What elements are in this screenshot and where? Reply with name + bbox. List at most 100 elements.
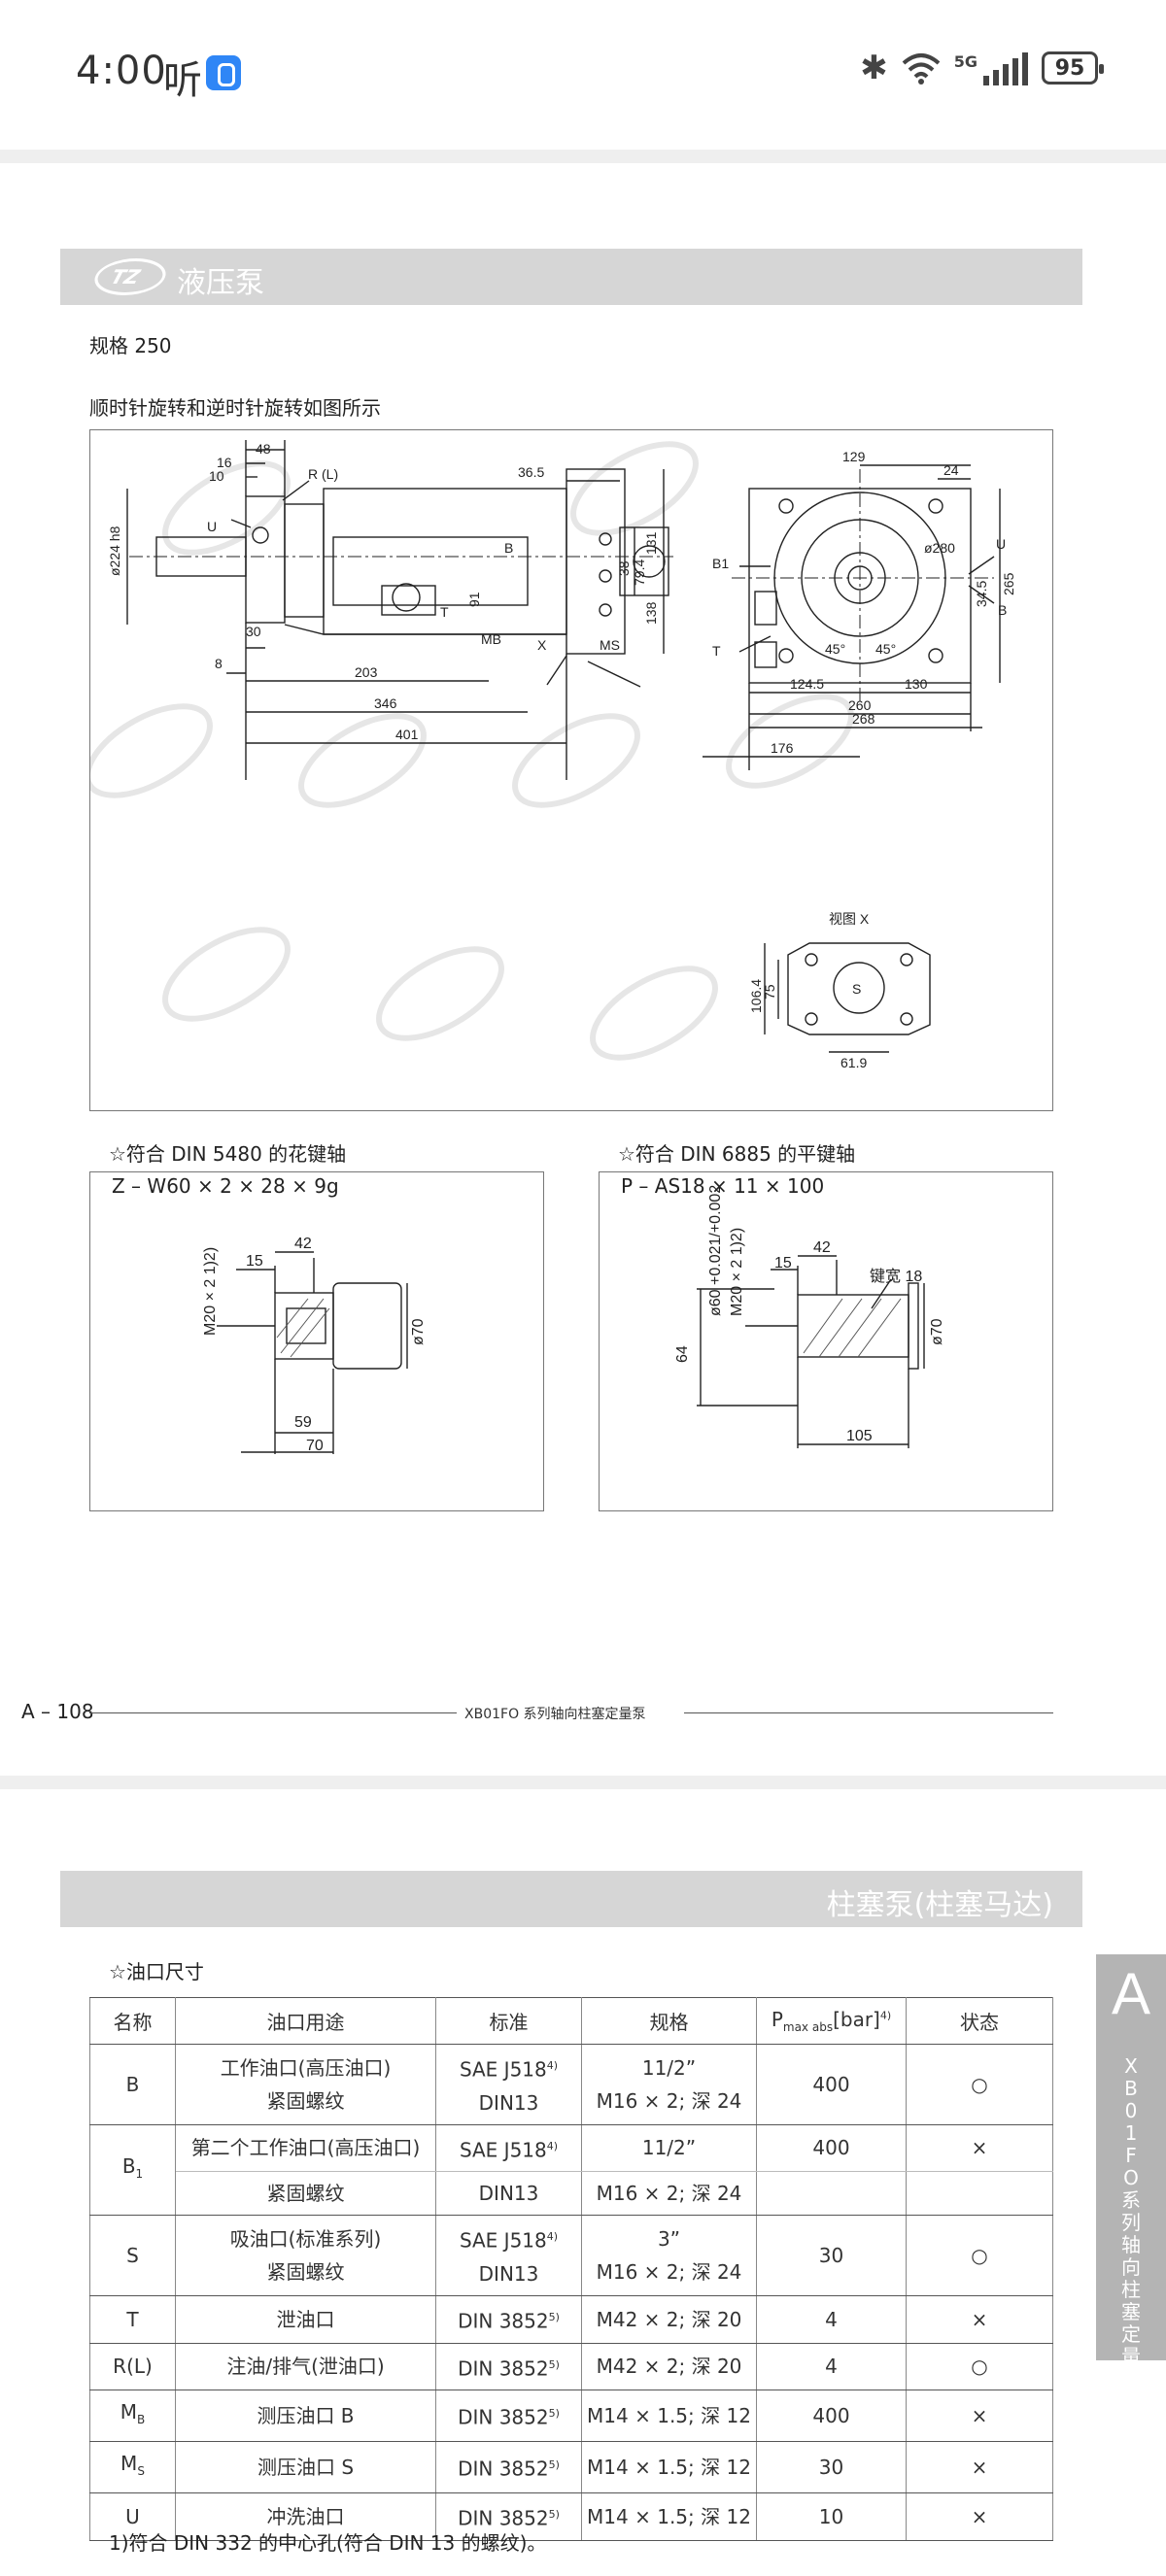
diameter-text: ø224 h8 <box>107 525 122 576</box>
table-row: R(L) 注油/排气(泄油口) DIN 38525) M42 × 2; 深 20… <box>89 2343 1053 2391</box>
port-name: U <box>89 2492 176 2541</box>
dim-text: 24 <box>943 462 959 478</box>
label-text: B <box>998 602 1007 618</box>
dim-text: ø70 <box>929 1318 945 1345</box>
view-x-title: 视图 X <box>829 911 870 927</box>
chapter-vertical-text: XB01FO系列轴向柱塞定量泵 <box>1121 2054 1141 2390</box>
chapter-letter: A <box>1111 1961 1151 2026</box>
port-spec: 11/2”M16 × 2; 深 24 <box>581 2044 757 2125</box>
dim-text: 106.4 <box>748 979 764 1013</box>
status-time: 4:00 <box>76 49 167 93</box>
port-pressure: 400 <box>756 2390 907 2443</box>
dim-text: M20 × 2 1)2) <box>202 1247 219 1336</box>
page-separator <box>0 150 1166 163</box>
port-spec: M42 × 2; 深 20 <box>581 2295 757 2344</box>
port-pressure: 4 <box>756 2343 907 2391</box>
port-standard: DIN 38525) <box>435 2295 582 2344</box>
main-dimension-drawing: 16 48 10 R (L) U 36.5 B T MB X MS 30 8 2… <box>85 429 1053 1111</box>
dim-text: 131 <box>643 531 659 555</box>
dim-text: 260 <box>848 697 872 713</box>
port-name: MB <box>89 2390 176 2443</box>
table-row: MB 测压油口 B DIN 38525) M14 × 1.5; 深 12 400… <box>89 2390 1053 2443</box>
dim-text: M20 × 2 1)2) <box>729 1228 745 1316</box>
section-title: 液压泵 <box>177 266 264 300</box>
port-state: ○ <box>906 2215 1053 2296</box>
label-text: ø280 <box>924 540 955 556</box>
port-state-empty <box>906 2171 1053 2217</box>
spec-label: 规格 250 <box>89 334 172 357</box>
dim-text: 34.5 <box>974 581 989 607</box>
page-number: A – 108 <box>21 1700 94 1723</box>
dim-text: 61.9 <box>840 1055 867 1070</box>
port-use: 第二个工作油口(高压油口) <box>175 2124 436 2173</box>
page-separator <box>0 1776 1166 1789</box>
oil-port-heading: ☆油口尺寸 <box>109 1960 204 1983</box>
pump-dimension-svg: 16 48 10 R (L) U 36.5 B T MB X MS 30 8 2… <box>85 440 1016 1070</box>
dim-text: 42 <box>813 1239 831 1256</box>
label-text: U <box>996 536 1006 552</box>
label-text: MB <box>481 631 501 647</box>
dim-text: 129 <box>842 449 866 464</box>
status-bar: 4:00 听 ✱ 5G 95 <box>0 0 1166 146</box>
key-shaft-svg: 42 15 键宽 18 105 64 ø60 +0.021/+0.002 M20… <box>674 1185 945 1448</box>
dim-text: ø70 <box>410 1318 427 1345</box>
dim-text: 401 <box>395 727 419 742</box>
dim-text: 124.5 <box>790 676 824 692</box>
dim-text: 130 <box>905 676 928 692</box>
table-row: T 泄油口 DIN 38525) M42 × 2; 深 20 4 × <box>89 2295 1053 2344</box>
dim-text: 75 <box>762 984 777 1000</box>
dim-text: 268 <box>852 711 875 727</box>
dim-text: 15 <box>774 1255 792 1271</box>
key-shaft-drawing: P – AS18 × 11 × 100 <box>599 1171 1053 1511</box>
footer-series: XB01FO 系列轴向柱塞定量泵 <box>464 1707 646 1722</box>
port-use: 注油/排气(泄油口) <box>175 2343 436 2391</box>
dim-text: 48 <box>256 441 271 457</box>
port-state: × <box>906 2390 1053 2443</box>
port-pressure-empty <box>756 2171 907 2217</box>
dim-text: 70 <box>306 1438 324 1454</box>
oil-port-table: 名称 油口用途 标准 规格 Pmax abs[bar]4) 状态 B 工作油口(… <box>89 1997 1053 2541</box>
dim-text: 8 <box>215 656 223 671</box>
dim-text: 59 <box>294 1414 312 1431</box>
label-text: B <box>504 540 513 556</box>
table-row: B1 第二个工作油口(高压油口) SAE J5184) 11/2” 400 × <box>89 2124 1053 2217</box>
port-use: 紧固螺纹 <box>175 2171 436 2217</box>
table-row: MS 测压油口 S DIN 38525) M14 × 1.5; 深 12 30 … <box>89 2441 1053 2494</box>
port-state: × <box>906 2492 1053 2541</box>
catalog-page-a108: TZ 液压泵 规格 250 顺时针旋转和逆时针旋转如图所示 <box>0 163 1166 1776</box>
footer-rule-right <box>684 1712 1053 1713</box>
port-use: 测压油口 S <box>175 2441 436 2494</box>
footer-rule-left <box>89 1712 457 1713</box>
port-pressure: 30 <box>756 2215 907 2296</box>
section-header: TZ 液压泵 <box>60 249 1082 305</box>
col-standard: 标准 <box>435 1997 582 2045</box>
port-standard: SAE J5184) <box>435 2124 582 2173</box>
label-text: U <box>207 519 217 534</box>
port-name: B1 <box>89 2124 176 2217</box>
chapter-side-tab: A XB01FO系列轴向柱塞定量泵 <box>1096 1954 1166 2390</box>
spline-shaft-caption: ☆符合 DIN 5480 的花键轴 <box>109 1142 347 1166</box>
port-spec: M14 × 1.5; 深 12 <box>581 2492 757 2541</box>
table-header-row: 名称 油口用途 标准 规格 Pmax abs[bar]4) 状态 <box>89 1997 1053 2045</box>
port-pressure: 400 <box>756 2044 907 2125</box>
label-text: S <box>852 981 861 997</box>
table-row: S 吸油口(标准系列)紧固螺纹 SAE J5184)DIN13 3”M16 × … <box>89 2215 1053 2296</box>
label-text: 45° <box>825 641 845 657</box>
tz-logo: TZ <box>88 258 172 295</box>
rotation-note: 顺时针旋转和逆时针旋转如图所示 <box>89 396 381 420</box>
port-name: R(L) <box>89 2343 176 2391</box>
port-spec: 3”M16 × 2; 深 24 <box>581 2215 757 2296</box>
port-standard: SAE J5184)DIN13 <box>435 2215 582 2296</box>
col-use: 油口用途 <box>175 1997 436 2045</box>
col-name: 名称 <box>89 1997 176 2045</box>
label-text: 键宽 18 <box>870 1268 922 1285</box>
dim-text: ø60 +0.021/+0.002 <box>707 1185 724 1316</box>
bluetooth-icon: ✱ <box>860 49 888 87</box>
table-row: 紧固螺纹 DIN13 M16 × 2; 深 24 <box>90 2171 1053 2217</box>
table-row: U 冲洗油口 DIN 38525) M14 × 1.5; 深 12 10 × <box>89 2492 1053 2541</box>
battery-level: 95 <box>1054 55 1085 81</box>
port-name: B <box>89 2044 176 2125</box>
footnote: 1)符合 DIN 332 的中心孔(符合 DIN 13 的螺纹)。 <box>109 2531 547 2555</box>
col-spec: 规格 <box>581 1997 757 2045</box>
port-use: 冲洗油口 <box>175 2492 436 2541</box>
